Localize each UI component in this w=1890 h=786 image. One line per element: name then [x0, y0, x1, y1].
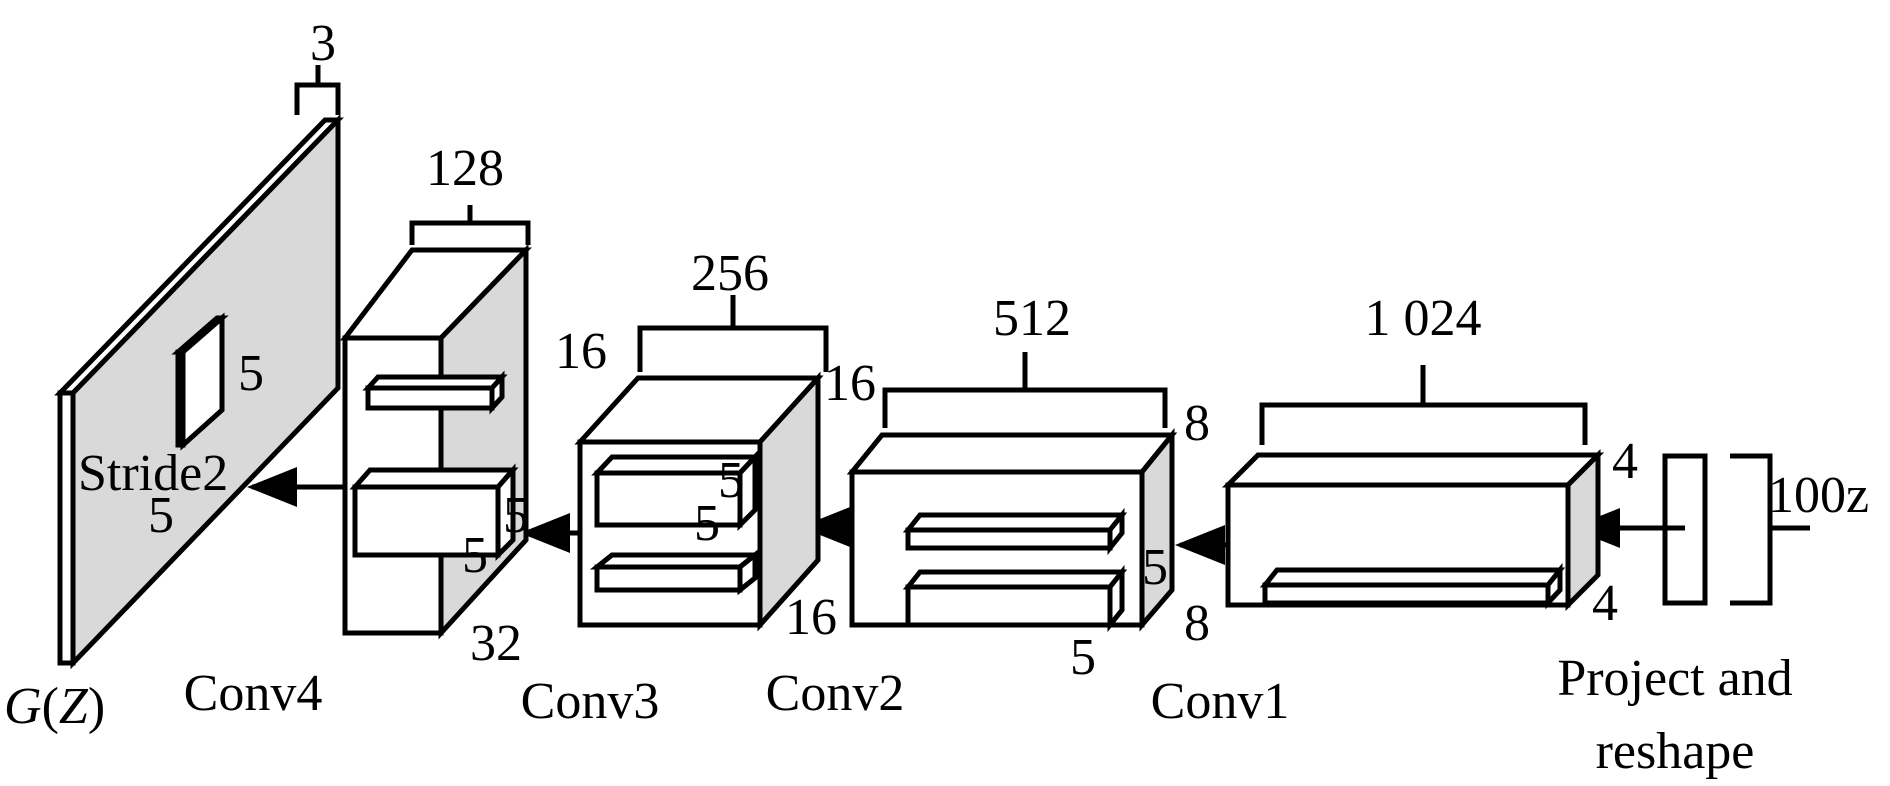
stride-label: Stride2 — [78, 445, 228, 502]
conv4-kernel-size-bottom: 5 — [462, 527, 488, 584]
conv4-label: Conv4 — [184, 665, 323, 722]
conv2-kernel-size-right: 5 — [1142, 539, 1168, 596]
project-label-line1: Project and — [1557, 650, 1792, 707]
conv4-kernel1-front — [365, 385, 495, 411]
conv2-width-label: 8 — [1184, 595, 1210, 652]
conv3-depth-label: 256 — [691, 245, 769, 302]
output-label-open: ( — [42, 678, 59, 735]
conv1-depth-bracket — [1259, 402, 1588, 445]
conv4-depth-bracket — [409, 220, 531, 245]
conv3-kernel-size-top: 5 — [718, 452, 744, 509]
output-kernel-side — [180, 312, 225, 451]
output-label-z: Z — [59, 678, 89, 735]
conv3-kernel1-front — [594, 470, 743, 528]
conv1-kernel-front — [1262, 582, 1551, 606]
input-label: 100z — [1768, 467, 1869, 524]
conv4-width-label: 32 — [470, 615, 522, 672]
output-kernel-size-right: 5 — [238, 345, 264, 402]
conv1-block: 1 024 4 4 Conv1 — [1151, 290, 1638, 730]
project-label-line2: reshape — [1596, 723, 1755, 780]
conv3-depth-bracket — [637, 325, 829, 372]
conv4-kernel2-front — [352, 484, 501, 558]
output-label: G(Z) — [4, 678, 105, 735]
input-vector: 100z Project and reshape — [1557, 453, 1869, 780]
conv1-height-label: 4 — [1612, 433, 1638, 490]
output-label-g: G — [4, 678, 42, 735]
conv1-label: Conv1 — [1151, 673, 1290, 730]
conv3-height-label-right: 16 — [824, 355, 876, 412]
conv2-side-face — [1139, 427, 1175, 632]
output-kernel-size-bottom: 5 — [148, 487, 174, 544]
conv2-block: 512 8 8 5 5 Conv2 — [766, 290, 1210, 722]
conv3-label: Conv3 — [521, 673, 660, 730]
conv2-depth-label: 512 — [993, 290, 1071, 347]
conv3-kernel2-front — [594, 564, 743, 593]
conv3-width-label: 16 — [785, 589, 837, 646]
conv2-height-label: 8 — [1184, 395, 1210, 452]
output-depth-bracket — [294, 82, 341, 115]
conv4-depth-label: 128 — [426, 140, 504, 197]
conv2-kernel-size-bottom: 5 — [1070, 629, 1096, 686]
output-depth-label: 3 — [310, 15, 336, 72]
conv2-depth-bracket — [882, 387, 1168, 428]
conv2-kernel2-front — [905, 584, 1113, 628]
output-label-close: ) — [88, 678, 105, 735]
conv4-block: 128 32 5 5 Conv4 — [184, 140, 532, 722]
conv1-depth-label: 1 024 — [1365, 290, 1482, 347]
input-bracket — [1730, 453, 1773, 606]
output-image: 3 5 5 Stride2 G(Z) — [4, 15, 344, 735]
output-front-face — [57, 390, 76, 666]
conv1-top-face — [1221, 452, 1605, 488]
conv2-top-face — [846, 432, 1178, 475]
conv4-kernel-size-top: 5 — [503, 487, 529, 544]
conv3-kernel-size-bottom: 5 — [694, 495, 720, 552]
conv3-height-label: 16 — [555, 323, 607, 380]
conv3-block: 256 16 16 16 5 5 Conv3 — [521, 245, 876, 730]
conv2-label: Conv2 — [766, 665, 905, 722]
conv4-kernel2-top — [349, 467, 519, 490]
conv1-width-label: 4 — [1592, 575, 1618, 632]
conv2-kernel1-front — [905, 527, 1113, 551]
